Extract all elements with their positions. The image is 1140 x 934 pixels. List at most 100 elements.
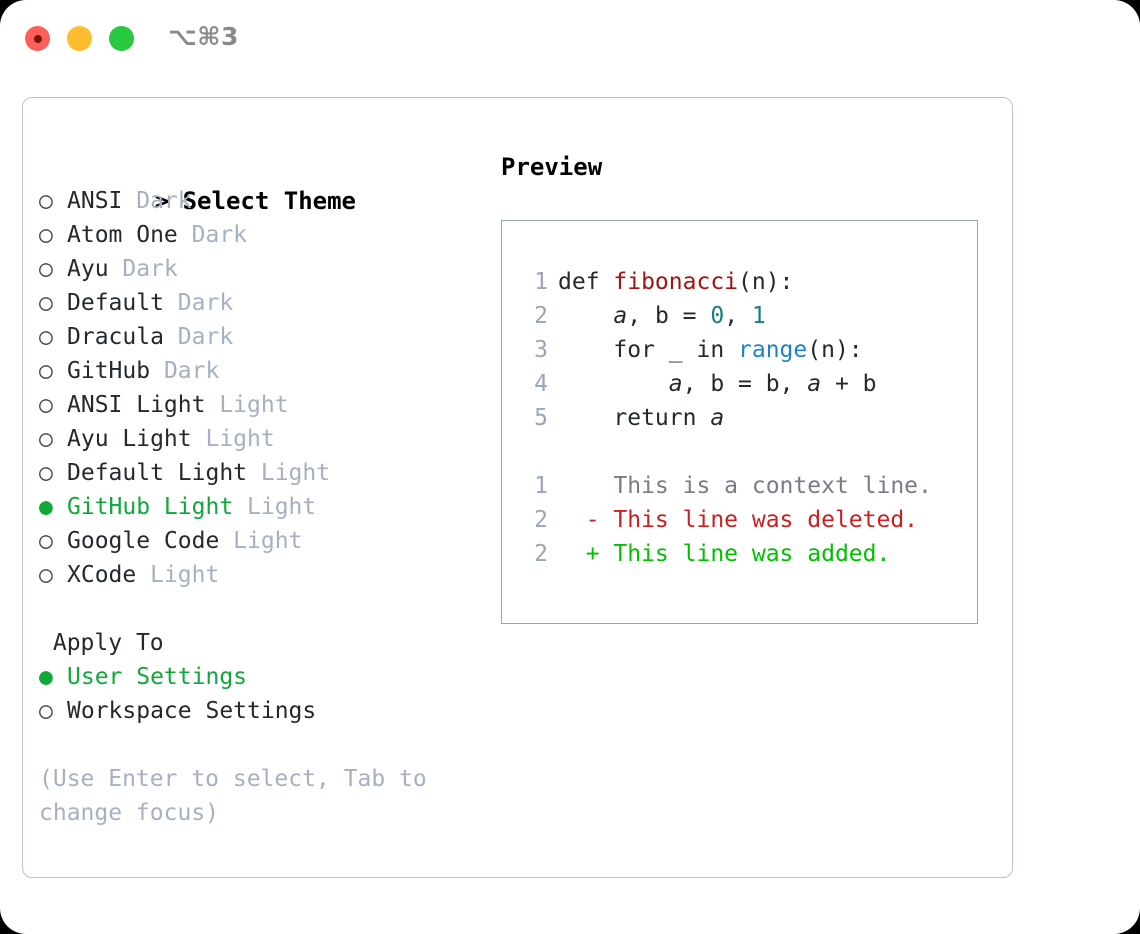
line-number: 1	[534, 269, 548, 295]
radio-unselected-icon[interactable]: ○	[39, 222, 53, 248]
code-token: a	[807, 371, 822, 397]
close-button[interactable]	[25, 26, 50, 51]
line-number: 2	[534, 507, 548, 533]
radio-unselected-icon[interactable]: ○	[39, 392, 53, 418]
theme-variant-tag: Dark	[122, 188, 192, 214]
theme-picker-title: Select Theme	[182, 187, 356, 215]
code-token: return	[558, 405, 711, 431]
theme-variant-tag: Dark	[163, 324, 234, 350]
theme-list-item[interactable]: ○Default Light Light	[39, 456, 479, 490]
apply-to-list: ● User Settings ○ Workspace Settings	[39, 660, 479, 728]
apply-to-option[interactable]: ● User Settings	[39, 660, 479, 694]
theme-list-item[interactable]: ○ Ayu Light Light	[39, 422, 479, 456]
theme-variant-tag: Light	[219, 528, 303, 554]
code-token: def	[558, 269, 614, 295]
theme-list-item[interactable]: ○ Default Dark	[39, 286, 479, 320]
radio-unselected-icon[interactable]: ○	[39, 324, 53, 350]
code-token	[558, 303, 613, 329]
theme-name: Ayu Light	[67, 426, 192, 452]
radio-unselected-icon[interactable]: ○	[39, 528, 53, 554]
theme-variant-tag: Dark	[163, 290, 234, 316]
line-number: 4	[534, 371, 548, 397]
theme-name: Default	[67, 290, 164, 316]
theme-list-item[interactable]: ○ ANSI Dark	[39, 184, 479, 218]
theme-picker-heading: > Select Theme	[39, 150, 479, 215]
diff-line-text: This is a context line.	[558, 473, 932, 499]
diff-line: 1 This is a context line.	[502, 469, 977, 503]
list-spacer	[39, 592, 479, 626]
line-number: 5	[534, 405, 548, 431]
code-line: 4 a, b = b, a + b	[502, 367, 977, 401]
diff-line: 2 - This line was deleted.	[502, 503, 977, 537]
line-number: 2	[534, 541, 548, 567]
code-token: =	[668, 303, 711, 329]
window-controls	[25, 26, 134, 51]
radio-unselected-icon[interactable]: ○	[39, 562, 53, 588]
code-token: a	[613, 303, 628, 329]
theme-list-item[interactable]: ○XCode Light	[39, 558, 479, 592]
theme-name: ANSI Light	[67, 392, 206, 418]
code-token: 1	[751, 303, 766, 329]
title-bar: ⌥⌘3	[0, 0, 1140, 78]
code-token: a	[668, 371, 683, 397]
code-token: ,	[627, 303, 655, 329]
theme-list: ○ANSI Dark○Atom One Dark○Ayu Dark○Defaul…	[39, 184, 479, 592]
code-token: (n):	[738, 269, 794, 295]
code-token: for _ in	[558, 337, 739, 363]
theme-variant-tag: Light	[136, 562, 220, 588]
theme-variant-tag: Light	[247, 460, 331, 486]
theme-name: Atom One	[67, 222, 178, 248]
diff-line: 2 + This line was added.	[502, 537, 977, 571]
theme-variant-tag: Dark	[177, 222, 248, 248]
apply-to-title: Apply To	[52, 630, 164, 656]
radio-selected-icon[interactable]: ●	[39, 494, 53, 520]
radio-unselected-icon[interactable]: ○	[39, 426, 53, 452]
theme-name: Google Code	[67, 528, 220, 554]
radio-unselected-icon[interactable]: ○	[39, 698, 53, 724]
theme-list-item[interactable]: ○ Dracula Dark	[39, 320, 479, 354]
theme-name: GitHub Light	[67, 494, 234, 520]
radio-unselected-icon[interactable]: ○	[39, 358, 53, 384]
theme-variant-tag: Light	[205, 392, 289, 418]
theme-list-item[interactable]: ○ ANSI Light Light	[39, 388, 479, 422]
radio-unselected-icon[interactable]: ○	[39, 256, 53, 282]
code-token: a	[710, 405, 725, 431]
prompt-caret-icon: >	[154, 187, 170, 215]
theme-variant-tag: Dark	[150, 358, 220, 384]
code-token: b	[654, 303, 669, 329]
code-line: 1 def fibonacci(n):	[502, 265, 977, 299]
theme-list-item[interactable]: ○Ayu Dark	[39, 252, 479, 286]
code-token: fibonacci	[613, 269, 739, 295]
radio-unselected-icon[interactable]: ○	[39, 188, 53, 214]
apply-to-indent	[39, 630, 53, 656]
code-token: 0	[710, 303, 725, 329]
code-token: (n):	[807, 337, 863, 363]
zoom-button[interactable]	[109, 26, 134, 51]
theme-list-item[interactable]: ○ Atom One Dark	[39, 218, 479, 252]
theme-list-item[interactable]: ○GitHub Dark	[39, 354, 479, 388]
line-number: 1	[534, 473, 548, 499]
theme-variant-tag: Light	[191, 426, 275, 452]
keyboard-shortcut-label: ⌥⌘3	[168, 22, 239, 51]
theme-list-item[interactable]: ● GitHub Light Light	[39, 490, 479, 524]
apply-to-option-label: Workspace Settings	[67, 698, 317, 724]
theme-variant-tag: Light	[233, 494, 317, 520]
theme-name: ANSI	[67, 188, 123, 214]
theme-name: Dracula	[67, 324, 164, 350]
code-token: + b	[821, 371, 877, 397]
diff-block: 1 This is a context line.2 - This line w…	[502, 469, 977, 571]
radio-selected-icon[interactable]: ●	[39, 664, 53, 690]
radio-unselected-icon[interactable]: ○	[39, 460, 53, 486]
apply-to-option[interactable]: ○ Workspace Settings	[39, 694, 479, 728]
code-token: ,	[724, 303, 752, 329]
theme-list-item[interactable]: ○ Google Code Light	[39, 524, 479, 558]
apply-to-option-label: User Settings	[67, 664, 248, 690]
code-diff-separator	[502, 435, 977, 469]
code-token	[558, 371, 669, 397]
minimize-button[interactable]	[67, 26, 92, 51]
radio-unselected-icon[interactable]: ○	[39, 290, 53, 316]
